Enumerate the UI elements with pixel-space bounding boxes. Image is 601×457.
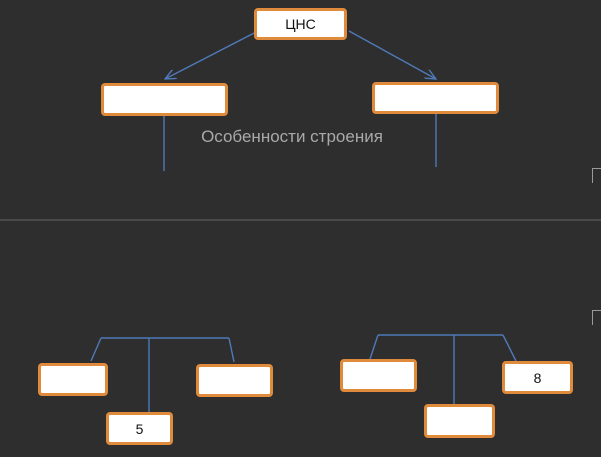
bottom-left-group-center-label: 5 [135,420,144,437]
root-node-box[interactable]: ЦНС [254,8,347,40]
root-node-label: ЦНС [285,16,316,32]
bottom-right-group-left-box[interactable] [340,359,417,392]
bottom-left-group-right-box[interactable] [196,364,273,397]
bottom-left-group-center-box[interactable]: 5 [106,412,173,445]
top-right-box[interactable] [372,82,499,114]
bottom-left-group-left-box[interactable] [38,363,108,396]
corner-mark-top [592,168,601,183]
bottom-right-group-right-label: 8 [533,369,542,386]
top-left-box[interactable] [101,83,228,116]
corner-mark-bottom [592,310,601,325]
arrow-root-to-left [165,30,259,79]
bottom-right-group-right-box[interactable]: 8 [502,361,573,394]
diagram-caption: Особенности строения [201,127,383,146]
arrow-root-to-right [348,30,436,79]
bottom-right-group-center-box[interactable] [424,404,495,438]
